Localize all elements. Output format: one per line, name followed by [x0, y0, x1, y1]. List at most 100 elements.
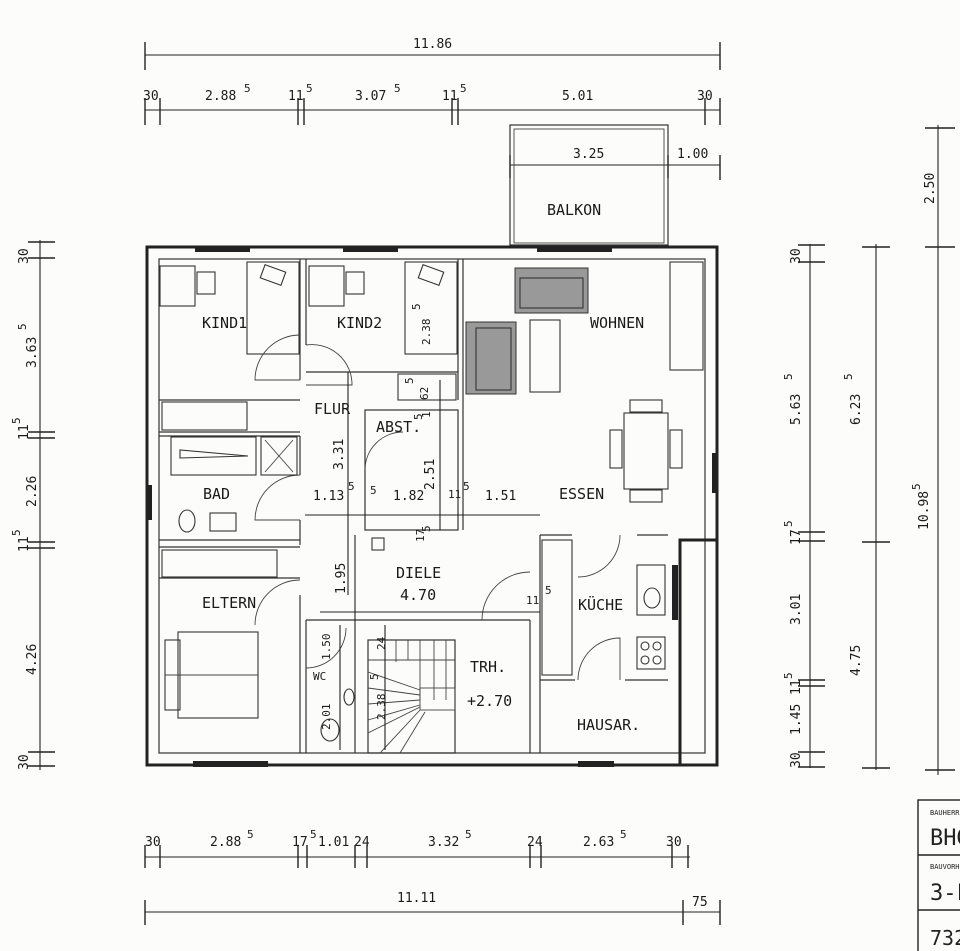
dim-top-11a-sup: 5: [306, 82, 313, 95]
dim-right-301: 3.01: [789, 594, 804, 625]
dim-bottom-75: 75: [692, 895, 708, 910]
dim-stair-238-sup: 5: [368, 673, 381, 680]
dim-left-363-sup: 5: [16, 323, 29, 330]
dim-left-363: 3.63: [25, 337, 40, 368]
dim-right-30b: 30: [789, 752, 804, 768]
dim-top-288: 2.88: [205, 89, 236, 104]
interior-walls: [159, 259, 668, 753]
room-label-wohnen: WOHNEN: [590, 314, 644, 332]
room-label-wc: WC: [313, 670, 326, 683]
dim-right-623: 6.23: [849, 394, 864, 425]
dim-top-11b-sup: 5: [460, 82, 467, 95]
dim-top-501: 5.01: [562, 89, 593, 104]
inner-dimension-lines: [305, 372, 540, 750]
dim-bottom-24a: 24: [354, 835, 370, 850]
room-label-flur: FLUR: [314, 400, 351, 418]
dim-bottom-263-sup: 5: [620, 828, 627, 841]
dim-151: 1.51: [485, 489, 516, 504]
dim-left-11a-sup: 5: [10, 417, 23, 424]
dim-62-sup: 5: [403, 377, 416, 384]
dim-15: 1: [420, 411, 433, 418]
balcony: [509, 124, 669, 246]
room-label-kueche: KÜCHE: [578, 595, 623, 614]
left-dimension-chain: [28, 240, 55, 770]
room-label-hausar: HAUSAR.: [577, 716, 640, 734]
dim-kind2-width: 2.38: [420, 319, 433, 346]
room-label-diele: DIELE: [396, 564, 441, 582]
dim-15-sup: 5: [412, 413, 425, 420]
dim-stair-238: 2.38: [375, 694, 388, 721]
title-block-bauherr-label: BAUHERR: [930, 809, 960, 817]
room-label-bad: BAD: [203, 485, 230, 503]
dim-abst-height: 2.51: [423, 459, 438, 490]
bottom-dimension-chain: [144, 845, 721, 925]
dim-bottom-288-sup: 5: [247, 828, 254, 841]
title-block-number: 732: [930, 926, 960, 950]
dim-left-226: 2.26: [25, 476, 40, 507]
dim-flur-height: 3.31: [332, 439, 347, 470]
dim-bottom-332-sup: 5: [465, 828, 472, 841]
room-label-trh: TRH.: [470, 658, 506, 676]
dim-bottom-332: 3.32: [428, 835, 459, 850]
dim-left-11a: 11: [17, 424, 32, 440]
dim-11-kitchen: 11: [526, 594, 539, 607]
outer-walls: [145, 245, 719, 767]
top-dimension-chain: [144, 42, 721, 180]
dim-balkon-325: 3.25: [573, 147, 604, 162]
dim-right-1098-sup: 5: [910, 483, 923, 490]
dim-113-sup: 5: [348, 480, 355, 493]
dim-top-30b: 30: [697, 89, 713, 104]
dim-left-11b-sup: 5: [10, 529, 23, 536]
dim-bottom-17: 17: [292, 835, 308, 850]
dim-182: 1.82: [393, 489, 424, 504]
dim-kind2-width-sup: 5: [410, 303, 423, 310]
dim-175-sup: 5: [420, 525, 433, 532]
dim-right-17-sup: 5: [782, 520, 795, 527]
room-label-eltern: ELTERN: [202, 594, 256, 612]
dim-right-250: 2.50: [923, 173, 938, 204]
dim-right-623-sup: 5: [842, 373, 855, 380]
dim-balkon-100: 1.00: [677, 147, 708, 162]
room-label-kind1: KIND1: [202, 314, 247, 332]
dim-right-11: 11: [789, 679, 804, 695]
dim-bottom-101: 1.01: [318, 835, 349, 850]
dim-bottom-17-sup: 5: [310, 828, 317, 841]
dim-top-30a: 30: [143, 89, 159, 104]
dim-11-inner: 11: [448, 488, 461, 501]
staircase: [367, 639, 456, 754]
dim-bottom-overall: 11.11: [397, 891, 436, 906]
dim-175: 17: [414, 529, 427, 542]
dim-right-30: 30: [789, 248, 804, 264]
dim-left-426: 4.26: [25, 644, 40, 675]
dim-right-563: 5.63: [789, 394, 804, 425]
room-label-abst: ABST.: [376, 418, 421, 436]
dim-wc-150: 1.50: [320, 634, 333, 661]
dim-left-30a: 30: [17, 248, 32, 264]
dim-bottom-30a: 30: [145, 835, 161, 850]
right-dimension-chains: [798, 125, 955, 775]
dim-62: 62: [418, 387, 431, 400]
dim-right-475: 4.75: [849, 645, 864, 676]
dim-top-11a: 11: [288, 89, 304, 104]
dim-right-11-sup: 5: [782, 672, 795, 679]
dim-stair-24: 24: [375, 636, 388, 650]
dim-right-1098: 10.98: [917, 491, 932, 530]
dim-right-17: 17: [789, 529, 804, 545]
door-swings: [254, 334, 621, 681]
dim-top-307-sup: 5: [394, 82, 401, 95]
dim-113: 1.13: [313, 489, 344, 504]
room-label-essen: ESSEN: [559, 485, 604, 503]
dim-bottom-30b: 30: [666, 835, 682, 850]
dim-right-563-sup: 5: [782, 373, 795, 380]
room-label-balkon: BALKON: [547, 201, 601, 219]
dim-bottom-263: 2.63: [583, 835, 614, 850]
dim-left-30b: 30: [17, 754, 32, 770]
dim-wc-201: 2.01: [320, 704, 333, 731]
furniture: [159, 261, 704, 742]
dim-bottom-288: 2.88: [210, 835, 241, 850]
room-label-diele-area: 4.70: [400, 586, 436, 604]
dim-top-288-sup: 5: [244, 82, 251, 95]
dim-top-11b: 11: [442, 89, 458, 104]
title-block-bauherr-value: BHG: [930, 826, 960, 851]
